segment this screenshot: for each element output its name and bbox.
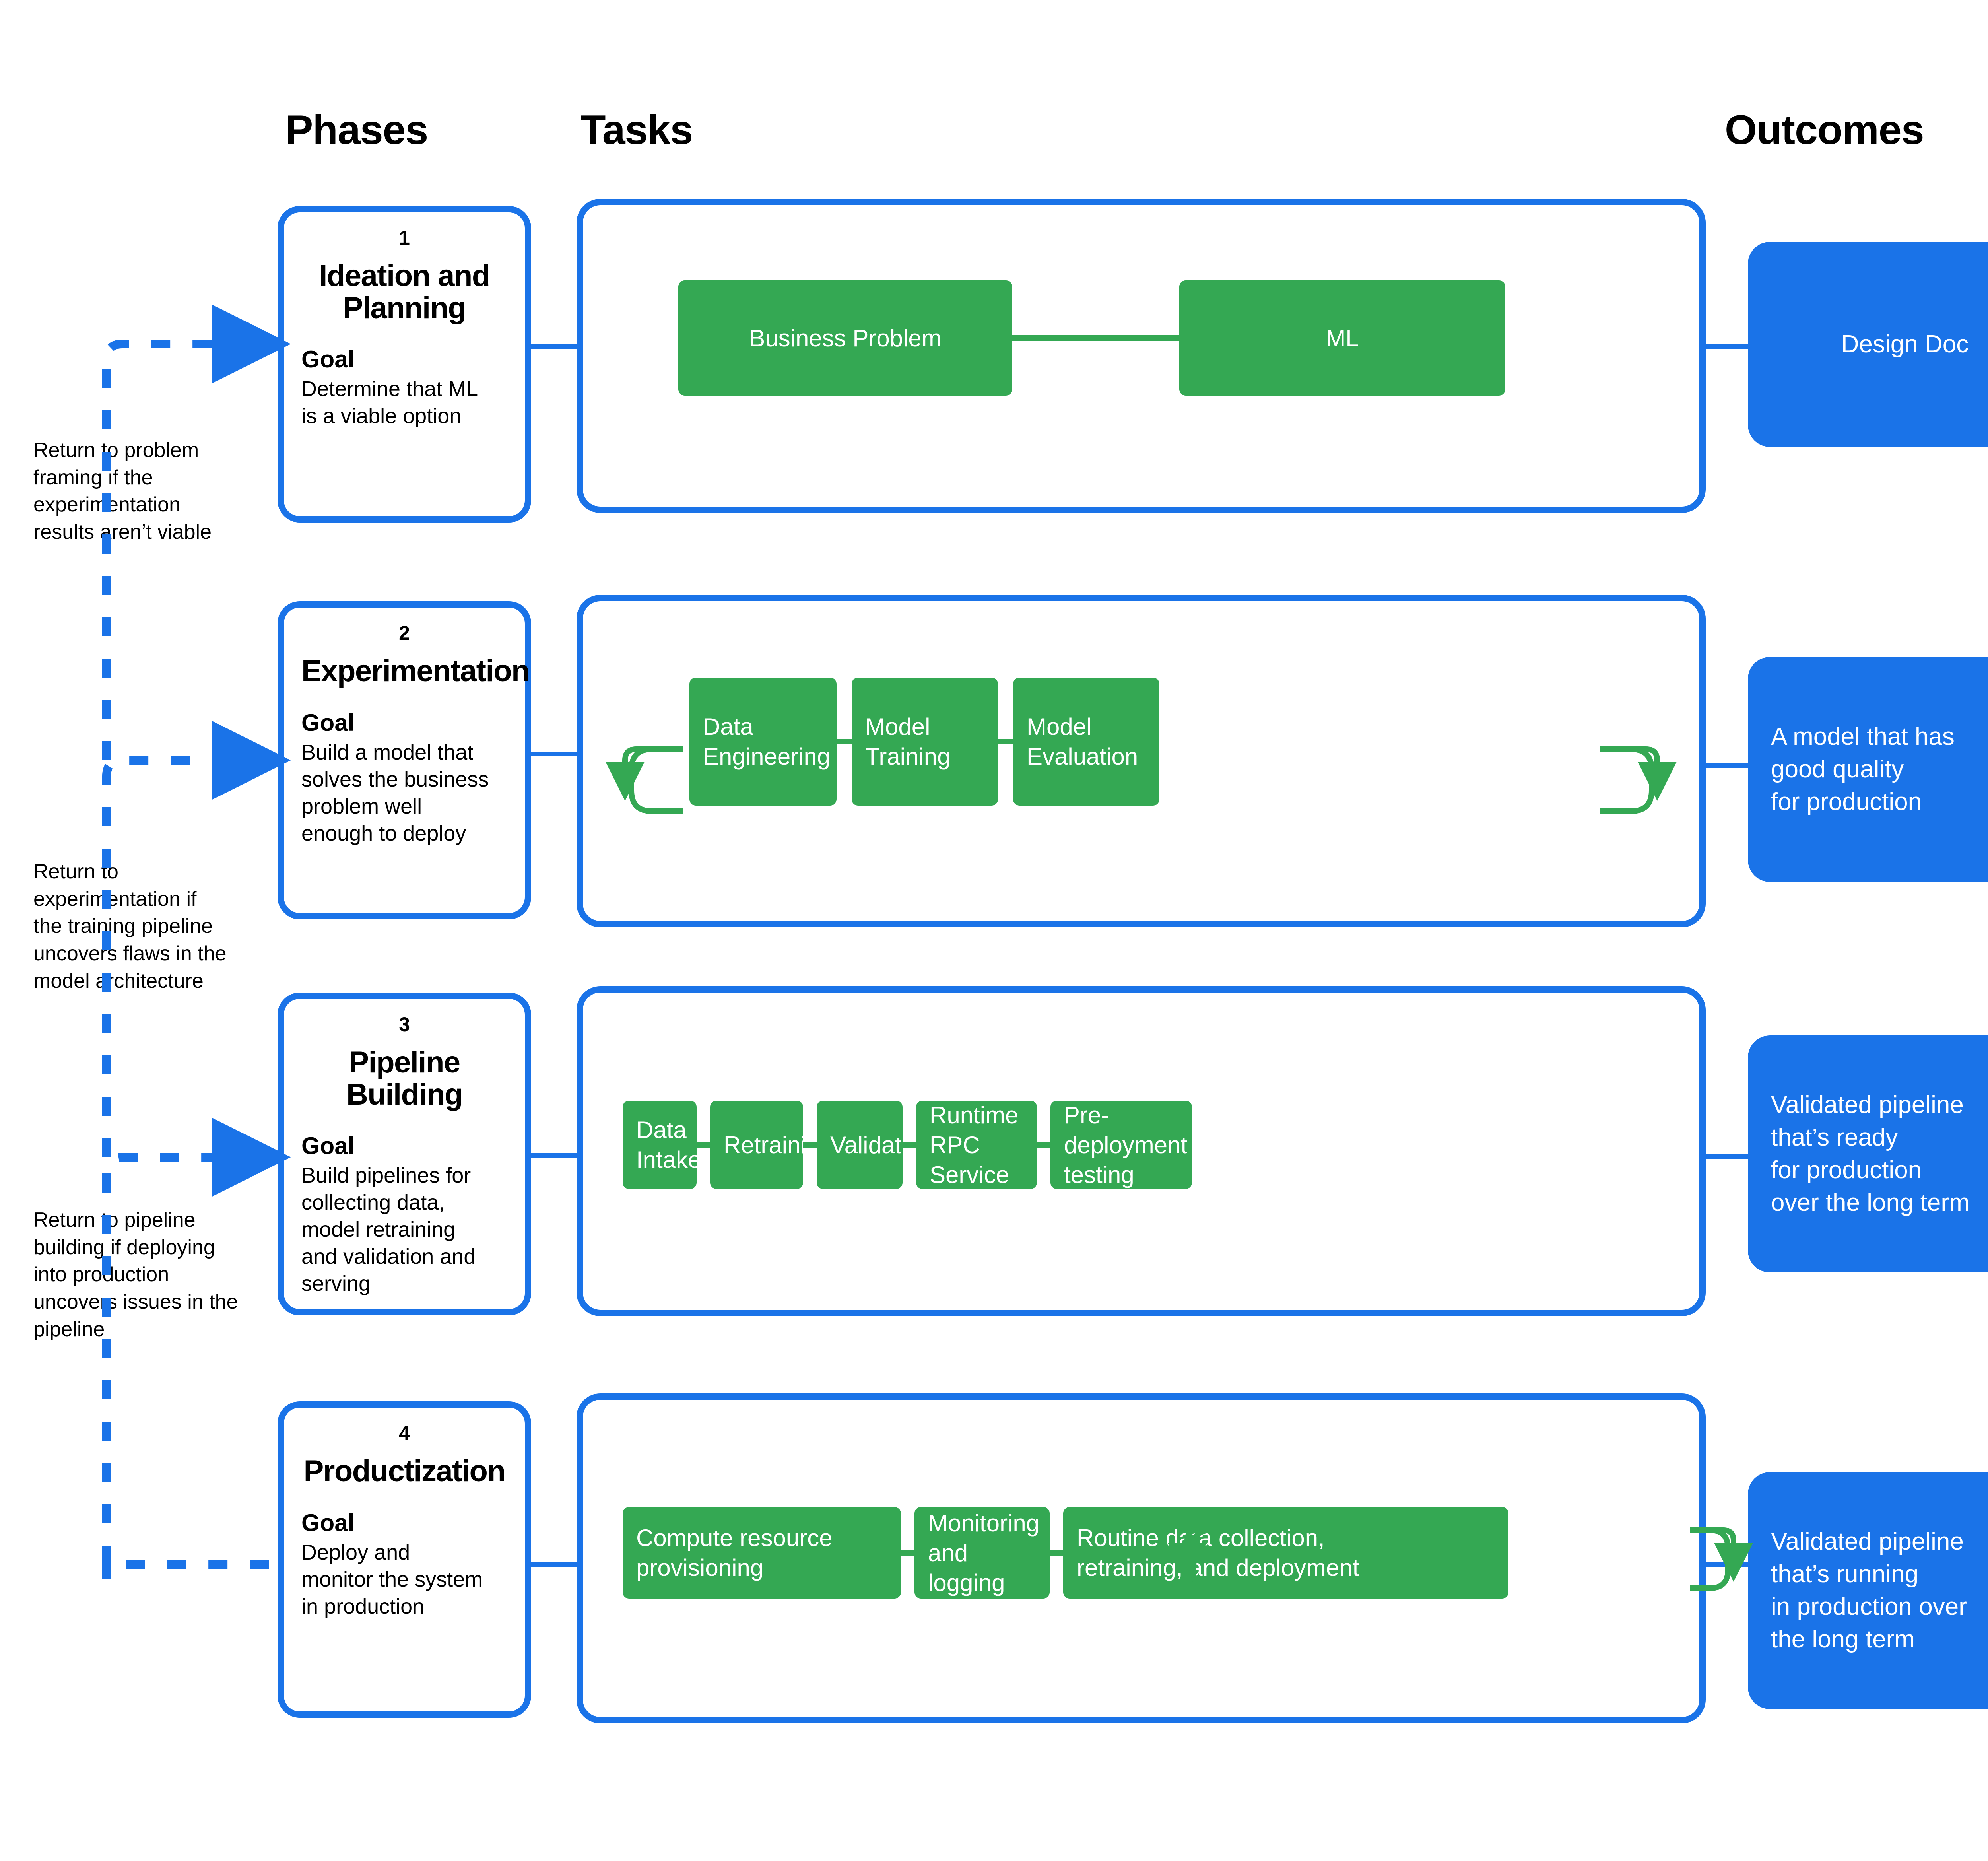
task-box-routine-data-collection[interactable]: Routine data collection, retraining, and… xyxy=(1063,1507,1508,1599)
phase-goal-label: Goal xyxy=(301,346,355,373)
connector-phase4-to-tasks4 xyxy=(531,1562,580,1567)
task-box-compute-resource-provisioning[interactable]: Compute resource provisioning xyxy=(623,1507,901,1599)
connector-tasks3-to-outcome3 xyxy=(1702,1154,1749,1159)
phase-number: 3 xyxy=(399,1013,410,1035)
phase-goal-text: Determine that ML is a viable option xyxy=(301,377,478,428)
outcome-validated-pipeline-ready[interactable]: Validated pipeline that’s ready for prod… xyxy=(1748,1035,1988,1272)
task-connector xyxy=(903,1142,916,1148)
connector-tasks1-to-outcome1 xyxy=(1702,344,1749,349)
task-box-monitoring-and-logging[interactable]: Monitoring and logging xyxy=(914,1507,1050,1599)
tasks-panel-phase-4: Compute resource provisioning Monitoring… xyxy=(577,1393,1706,1723)
column-header-phases: Phases xyxy=(285,107,428,153)
connector-phase1-to-tasks1 xyxy=(531,344,580,349)
phase-goal-label: Goal xyxy=(301,1133,355,1160)
task-row-2: Data Engineering Model Training Model Ev… xyxy=(689,678,1159,806)
phase-goal-text: Build a model that solves the business p… xyxy=(301,740,489,845)
feedback-arrow-phase2-to-phase1 xyxy=(102,305,291,760)
column-header-outcomes: Outcomes xyxy=(1725,107,1924,153)
outcome-model-good-quality[interactable]: A model that has good quality for produc… xyxy=(1748,657,1988,882)
phase-number: 2 xyxy=(399,622,410,644)
task-box-business-problem[interactable]: Business Problem xyxy=(678,280,1012,396)
connector-tasks4-to-outcome4 xyxy=(1702,1562,1749,1567)
task-box-data-intake[interactable]: Data Intake xyxy=(623,1101,701,1189)
feedback-note-return-to-experimentation: Return to experimentation if the trainin… xyxy=(33,860,227,993)
phase-number: 4 xyxy=(399,1422,410,1444)
task-box-validation[interactable]: Validation xyxy=(817,1101,933,1189)
tasks-panel-phase-3: Data Intake Retraining Validation Runtim… xyxy=(577,986,1706,1316)
task-connector xyxy=(1050,1550,1063,1556)
task-box-pre-deployment-testing[interactable]: Pre-deployment testing xyxy=(1050,1101,1192,1189)
connector-phase2-to-tasks2 xyxy=(531,752,580,756)
phase-title: Ideation and Planning xyxy=(319,259,490,325)
task-loop-arrow-right-productization xyxy=(1710,1527,1753,1582)
phase-goal-label: Goal xyxy=(301,1509,355,1536)
task-connector xyxy=(697,1142,710,1148)
task-box-retraining[interactable]: Retraining xyxy=(710,1101,833,1189)
feedback-note-return-to-pipeline-building: Return to pipeline building if deploying… xyxy=(33,1208,238,1341)
task-box-model-evaluation[interactable]: Model Evaluation xyxy=(1013,678,1159,806)
task-connector xyxy=(837,739,852,744)
task-connector xyxy=(1037,1142,1050,1148)
outcome-validated-pipeline-running[interactable]: Validated pipeline that’s running in pro… xyxy=(1748,1472,1988,1709)
phase-title: Experimentation xyxy=(301,654,530,688)
phase-goal-label: Goal xyxy=(301,709,355,736)
task-row-3: Data Intake Retraining Validation Runtim… xyxy=(623,1101,1192,1189)
task-connector xyxy=(901,1550,914,1556)
task-box-model-training[interactable]: Model Training xyxy=(852,678,998,806)
task-box-data-engineering[interactable]: Data Engineering xyxy=(689,678,837,806)
phase-card-pipeline-building[interactable]: 3 Pipeline Building Goal Build pipelines… xyxy=(278,993,531,1315)
connector-phase3-to-tasks3 xyxy=(531,1153,580,1158)
task-connector xyxy=(998,739,1013,744)
phase-title: Productization xyxy=(303,1454,506,1488)
task-row-1: Business Problem ML xyxy=(678,280,1505,396)
connector-tasks2-to-outcome2 xyxy=(1702,763,1749,768)
task-connector xyxy=(803,1142,817,1148)
phase-goal-text: Build pipelines for collecting data, mod… xyxy=(301,1164,476,1296)
phase-title: Pipeline Building xyxy=(346,1045,463,1111)
tasks-panel-phase-2: Data Engineering Model Training Model Ev… xyxy=(577,595,1706,927)
phase-number: 1 xyxy=(399,227,410,249)
phase-card-experimentation[interactable]: 2 Experimentation Goal Build a model tha… xyxy=(278,601,531,919)
task-row-4: Compute resource provisioning Monitoring… xyxy=(623,1507,1508,1599)
task-connector xyxy=(1012,335,1179,341)
task-box-ml[interactable]: ML xyxy=(1179,280,1505,396)
phase-goal-text: Deploy and monitor the system in product… xyxy=(301,1540,483,1618)
outcome-design-doc[interactable]: Design Doc xyxy=(1748,242,1988,447)
task-box-runtime-rpc-service[interactable]: Runtime RPC Service xyxy=(916,1101,1037,1189)
phase-card-productization[interactable]: 4 Productization Goal Deploy and monitor… xyxy=(278,1401,531,1718)
feedback-trunk-phase4 xyxy=(102,1560,274,1579)
column-header-tasks: Tasks xyxy=(580,107,693,153)
tasks-panel-phase-1: Business Problem ML xyxy=(577,199,1706,513)
phase-card-ideation-and-planning[interactable]: 1 Ideation and Planning Goal Determine t… xyxy=(278,206,531,523)
feedback-note-return-to-problem-framing: Return to problem framing if the experim… xyxy=(33,439,212,544)
